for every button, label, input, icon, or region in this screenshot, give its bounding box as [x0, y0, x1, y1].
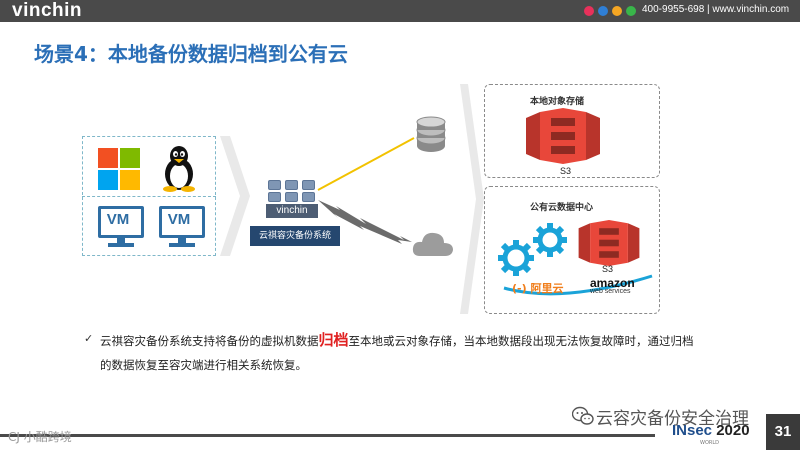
appliance-disk [285, 192, 298, 202]
s3-bucket-icon [526, 108, 600, 164]
aliyun-logo: (-) 阿里云 [512, 280, 563, 296]
watermark-left: CJ 小酷跨境 [8, 428, 72, 445]
appliance-disk [268, 180, 281, 190]
insec-logo: INsec 2020 [672, 422, 750, 439]
appliance-brand: vinchin [266, 204, 318, 218]
aliyun-label: 阿里云 [530, 282, 563, 295]
s3-bucket-icon-cloud [578, 220, 640, 266]
appliance-disk [302, 192, 315, 202]
appliance-disk [285, 180, 298, 190]
cloud-icon [412, 228, 454, 258]
wechat-icon [572, 406, 594, 426]
description-part1: 云祺容灾备份系统支持将备份的虚拟机数据 [100, 334, 319, 348]
insec-event: INsec [672, 422, 712, 439]
archive-link-line [318, 138, 414, 190]
appliance-disk [268, 192, 281, 202]
aliyun-mark: (-) [512, 282, 527, 295]
description-highlight: 归档 [319, 331, 349, 349]
amazon-subtitle: web services [590, 288, 630, 295]
s3-label: S3 [560, 166, 571, 176]
vinchin-appliance: vinchin [266, 178, 318, 220]
appliance-caption: 云祺容灾备份系统 [250, 226, 340, 246]
appliance-disk [302, 180, 315, 190]
footer-line [0, 434, 655, 437]
page-number: 31 [766, 414, 800, 450]
insec-subtitle: WORLD [700, 440, 719, 446]
local-storage-title: 本地对象存储 [530, 94, 584, 107]
check-icon: ✓ [84, 332, 93, 345]
public-cloud-title: 公有云数据中心 [530, 200, 593, 213]
database-icon [414, 116, 448, 154]
description-text: 云祺容灾备份系统支持将备份的虚拟机数据归档至本地或云对象存储，当本地数据段出现无… [100, 328, 700, 377]
insec-year: 2020 [716, 422, 749, 439]
